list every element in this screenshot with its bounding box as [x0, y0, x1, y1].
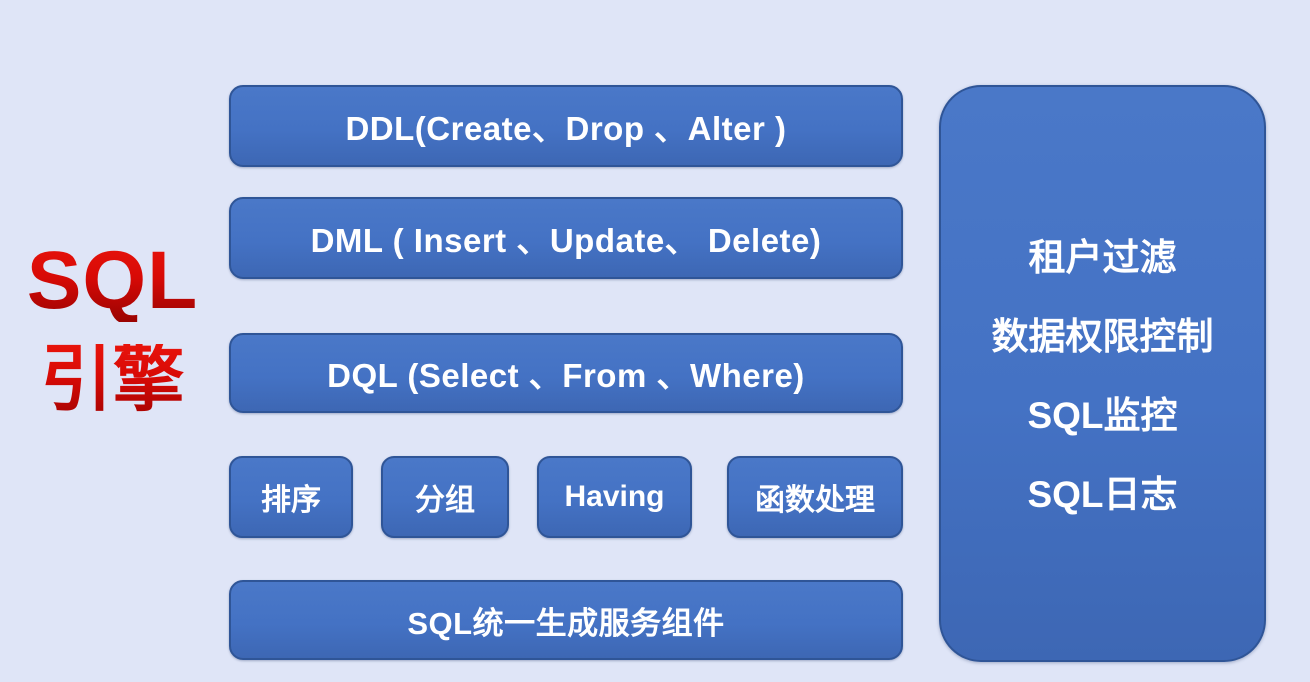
- engine-label-line2: 引擎: [0, 344, 225, 416]
- sql-layer-box-dql: DQL (Select 、From 、Where): [229, 333, 903, 413]
- unified-component-label: SQL统一生成服务组件: [407, 605, 725, 641]
- clause-box-function: 函数处理: [727, 456, 903, 538]
- sql-layer-box-ddl: DDL(Create、Drop 、Alter ): [229, 85, 903, 167]
- sql-layer-label-ddl: DDL(Create、Drop 、Alter ): [345, 110, 787, 147]
- governance-feature-sql-logging: SQL日志: [1027, 473, 1178, 515]
- clause-label-order-by: 排序: [261, 484, 321, 517]
- clause-box-having: Having: [537, 456, 692, 538]
- sql-layer-label-dql: DQL (Select 、From 、Where): [327, 357, 805, 394]
- clause-label-group-by: 分组: [415, 484, 475, 517]
- clause-box-order-by: 排序: [229, 456, 353, 538]
- governance-feature-sql-monitoring: SQL监控: [1027, 394, 1178, 436]
- engine-label: SQL 引擎: [0, 240, 225, 417]
- unified-component-box: SQL统一生成服务组件: [229, 580, 903, 660]
- clause-label-function: 函数处理: [755, 484, 875, 517]
- governance-feature-tenant-filter: 租户过滤: [1028, 236, 1177, 278]
- governance-panel: 租户过滤 数据权限控制 SQL监控 SQL日志: [939, 85, 1266, 662]
- governance-feature-data-permission: 数据权限控制: [991, 315, 1214, 357]
- clause-box-group-by: 分组: [381, 456, 509, 538]
- sql-layer-box-dml: DML ( Insert 、Update、 Delete): [229, 197, 903, 279]
- clause-label-having: Having: [564, 480, 665, 513]
- engine-label-line1: SQL: [0, 240, 225, 322]
- sql-layer-label-dml: DML ( Insert 、Update、 Delete): [310, 222, 822, 259]
